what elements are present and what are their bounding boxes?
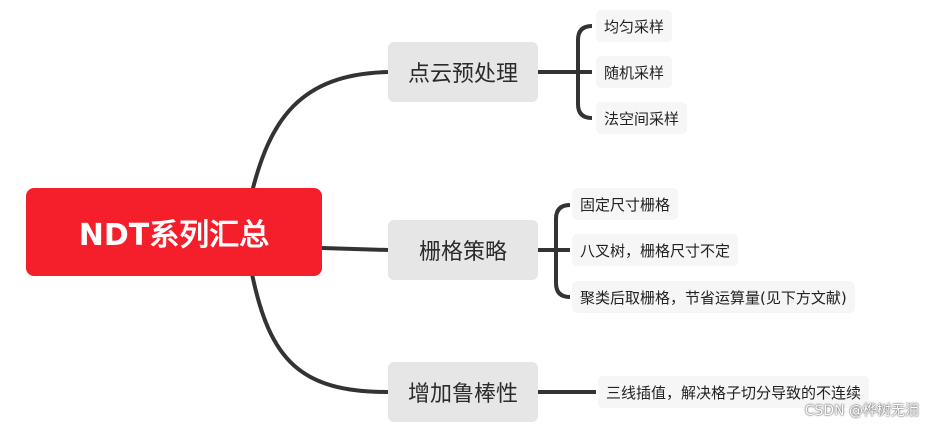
leaf-label: 随机采样 (604, 63, 665, 82)
leaf-node[interactable]: 法空间采样 (596, 102, 688, 134)
leaf-label: 固定尺寸栅格 (580, 195, 671, 214)
root-node[interactable]: NDT系列汇总 (26, 188, 322, 276)
leaf-label: 聚类后取栅格，节省运算量(见下方文献) (580, 288, 847, 307)
leaf-node[interactable]: 均匀采样 (596, 10, 673, 42)
leaf-node[interactable]: 固定尺寸栅格 (572, 188, 679, 220)
connector-root-topic-1 (250, 70, 389, 193)
leaf-node[interactable]: 三线插值，解决格子切分导致的不连续 (598, 376, 870, 408)
leaf-node[interactable]: 八叉树，栅格尺寸不定 (572, 234, 739, 266)
watermark: CSDN @桦树无泪 (804, 403, 919, 419)
connector-root-topic-3 (250, 273, 389, 394)
leaf-label: 法空间采样 (604, 109, 680, 128)
leaf-node[interactable]: 聚类后取栅格，节省运算量(见下方文献) (572, 281, 855, 313)
topic-node-preprocess[interactable]: 点云预处理 (388, 42, 538, 102)
topic-node-grid-strategy[interactable]: 栅格策略 (388, 220, 538, 280)
topic-label: 增加鲁棒性 (407, 382, 518, 407)
connector-root-topic-2 (321, 246, 389, 252)
topic-label: 点云预处理 (407, 62, 518, 87)
leaf-label: 三线插值，解决格子切分导致的不连续 (606, 383, 862, 402)
leaf-node[interactable]: 随机采样 (596, 56, 673, 88)
root-label: NDT系列汇总 (78, 218, 270, 253)
topic-label: 栅格策略 (418, 240, 507, 265)
leaf-label: 八叉树，栅格尺寸不定 (580, 241, 731, 260)
topic-node-robustness[interactable]: 增加鲁棒性 (388, 362, 538, 422)
leaf-label: 均匀采样 (604, 17, 665, 36)
